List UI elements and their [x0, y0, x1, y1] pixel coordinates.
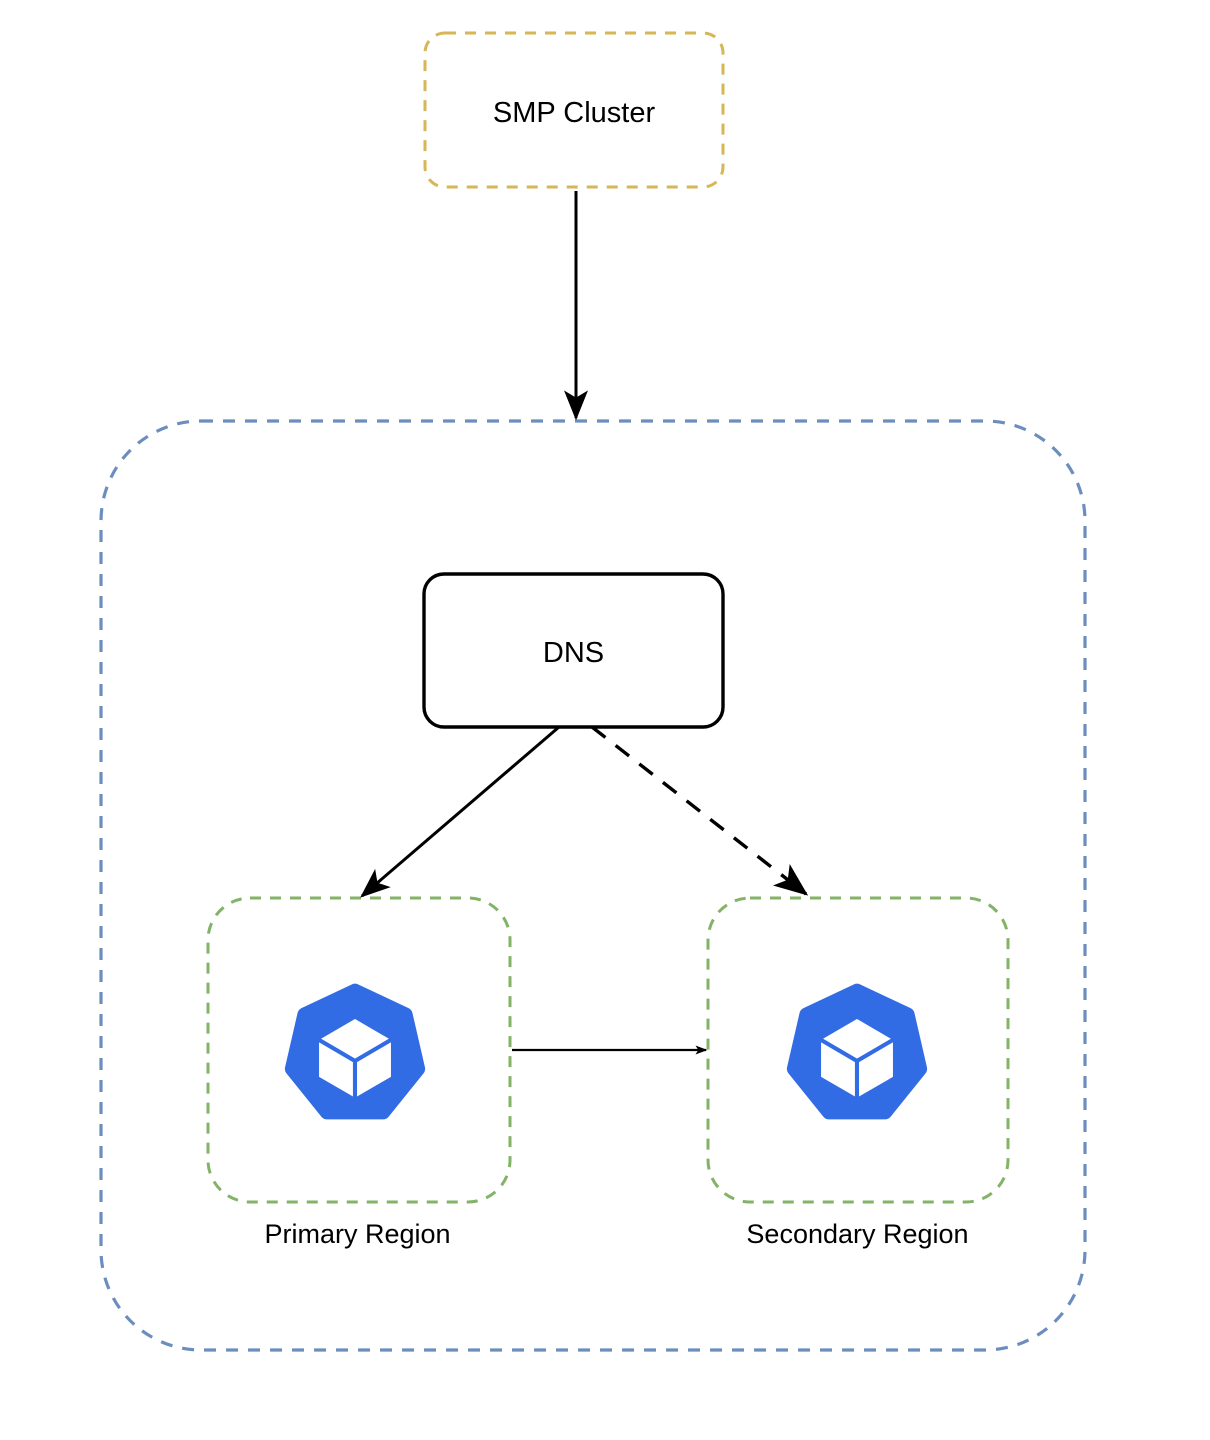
primary-region-box[interactable]	[206, 896, 512, 1204]
secondary-region-label: Secondary Region	[746, 1219, 969, 1249]
edge-dns-to-secondary[interactable]	[590, 725, 809, 896]
smp-cluster-box[interactable]	[423, 31, 725, 189]
primary-region-label: Primary Region	[264, 1219, 451, 1249]
edge-dns-to-primary[interactable]	[360, 725, 560, 898]
kubernetes-icon	[786, 983, 928, 1120]
secondary-region-box[interactable]	[706, 896, 1010, 1204]
outer-container-box[interactable]	[99, 419, 1087, 1352]
dns-box[interactable]	[422, 572, 725, 729]
dns-label: DNS	[542, 637, 605, 669]
smp-cluster-label: SMP Cluster	[492, 97, 656, 129]
kubernetes-icon	[284, 983, 426, 1120]
